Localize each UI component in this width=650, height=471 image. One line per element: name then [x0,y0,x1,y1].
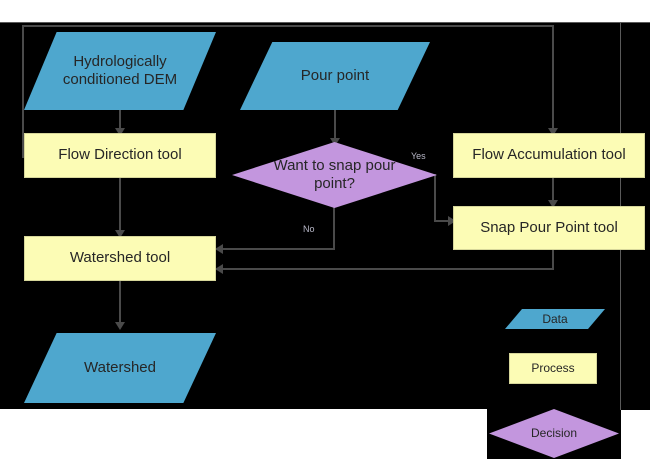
connector-flowaccum-to-snap [552,178,554,204]
node-label: Watershed tool [69,249,171,267]
arrowhead-into-snap-pour-point [448,216,456,226]
edge-label-yes: Yes [411,151,426,161]
arrowhead-into-decision [330,138,340,146]
connector-watershedtool-to-watershed [119,281,121,326]
connector-snap-to-watershedtool-horizontal [220,268,554,270]
node-flow-accumulation-tool[interactable]: Flow Accumulation tool [453,133,645,178]
arrowhead-into-watershed-tool-snap [215,264,223,274]
arrowhead-into-snap-pour-point-top [548,200,558,208]
arrowhead-into-flow-direction [115,128,125,136]
legend-item-data: Data [505,309,605,329]
legend-item-process: Process [509,353,597,384]
connector-yes-into-snap [434,220,450,222]
legend-label: Process [531,361,575,376]
node-pour-point[interactable]: Pour point [240,42,430,110]
edge-label-no: No [303,224,315,234]
arrowhead-into-watershed-tool-no [215,244,223,254]
node-flow-direction-tool[interactable]: Flow Direction tool [24,133,216,178]
node-label: Want to snap pour point? [273,156,396,192]
frame-top-rule [0,22,650,23]
node-label: Watershed [84,358,156,376]
node-watershed[interactable]: Watershed [24,333,216,403]
node-label: Pour point [300,66,370,84]
connector-pourpoint-to-decision [334,110,336,142]
arrowhead-into-watershed-tool-top [115,230,125,238]
connector-flowdirection-to-watershedtool [119,178,121,233]
connector-no-horizontal [220,248,335,250]
connector-flowdir-to-flowaccum-left-vertical [22,25,24,157]
node-hydrologically-conditioned-dem[interactable]: Hydrologically conditioned DEM [24,32,216,110]
connector-yes-vertical [434,174,436,222]
connector-no-vertical [333,206,335,250]
connector-flowdir-to-flowaccum-right-vertical [552,25,554,130]
node-label: Hydrologically conditioned DEM [62,52,178,88]
node-label: Snap Pour Point tool [480,218,618,236]
legend-label: Data [542,311,568,326]
arrowhead-into-watershed [115,322,125,330]
node-watershed-tool[interactable]: Watershed tool [24,236,216,281]
arrowhead-into-flow-accumulation [548,128,558,136]
node-label: Flow Accumulation tool [472,146,626,164]
connector-dem-to-flowdirection [119,110,121,132]
node-label: Flow Direction tool [58,146,182,164]
connector-flowdir-to-flowaccum-top-horizontal [22,25,554,27]
legend-label: Decision [530,426,578,441]
connector-snap-to-watershedtool-vertical [552,248,554,270]
node-snap-pour-point-tool[interactable]: Snap Pour Point tool [453,206,645,250]
